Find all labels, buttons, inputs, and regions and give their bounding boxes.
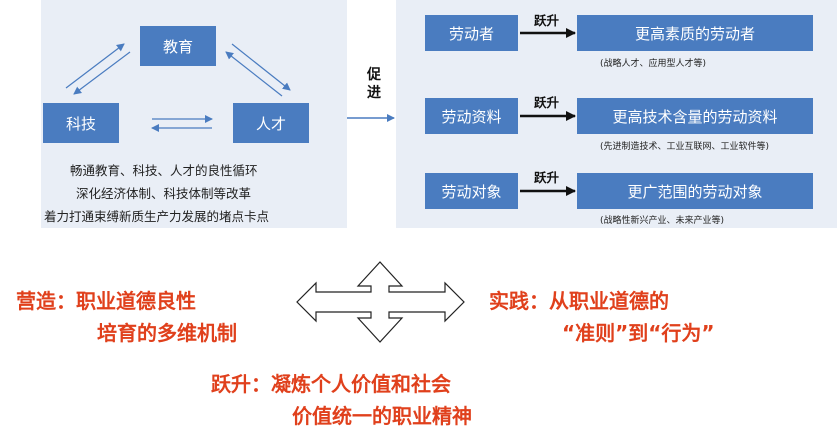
row1-right-box: 更高素质的劳动者 [577, 15, 813, 51]
create-text-line1: 营造：职业道德良性 [16, 289, 196, 313]
row3-left-box: 劳动对象 [425, 173, 518, 209]
practice-text-line2: “准则”到“行为” [562, 321, 715, 345]
arrow-talent-to-edu [225, 51, 283, 97]
create-text-line2: 培育的多维机制 [97, 321, 237, 345]
row1-sub: (战略人才、应用型人才等) [600, 59, 707, 69]
node-talent: 人才 [233, 103, 309, 143]
left-line-1: 畅通教育、科技、人才的良性循环 [70, 163, 258, 178]
row1-jump-label: 跃升 [534, 13, 560, 28]
row3-jump-label: 跃升 [534, 170, 560, 185]
left-line-3: 着力打通束缚新质生产力发展的堵点卡点 [44, 209, 270, 224]
four-way-arrow [296, 261, 465, 343]
node-technology: 科技 [43, 103, 119, 143]
row3-right-box: 更广范围的劳动对象 [577, 173, 813, 209]
row2-sub: (先进制造技术、工业互联网、工业软件等) [600, 142, 770, 152]
arrow-edu-to-talent [231, 43, 291, 91]
row2-jump-label: 跃升 [534, 95, 560, 110]
left-line-2: 深化经济体制、科技体制等改革 [76, 186, 252, 201]
row2-left-box: 劳动资料 [425, 98, 518, 134]
row2-right-box: 更高技术含量的劳动资料 [577, 98, 813, 134]
node-education: 教育 [140, 26, 216, 66]
practice-text-line1: 实践：从职业道德的 [489, 289, 669, 313]
arrow-tech-to-edu [65, 43, 125, 89]
arrow-edu-to-tech [73, 51, 131, 95]
leap-text-line1: 跃升：凝炼个人价值和社会 [211, 372, 451, 396]
row3-sub: (战略性新兴产业、未来产业等) [600, 216, 725, 226]
row1-left-box: 劳动者 [425, 15, 518, 51]
promote-label: 促 进 [367, 67, 381, 101]
leap-text-line2: 价值统一的职业精神 [292, 404, 472, 428]
